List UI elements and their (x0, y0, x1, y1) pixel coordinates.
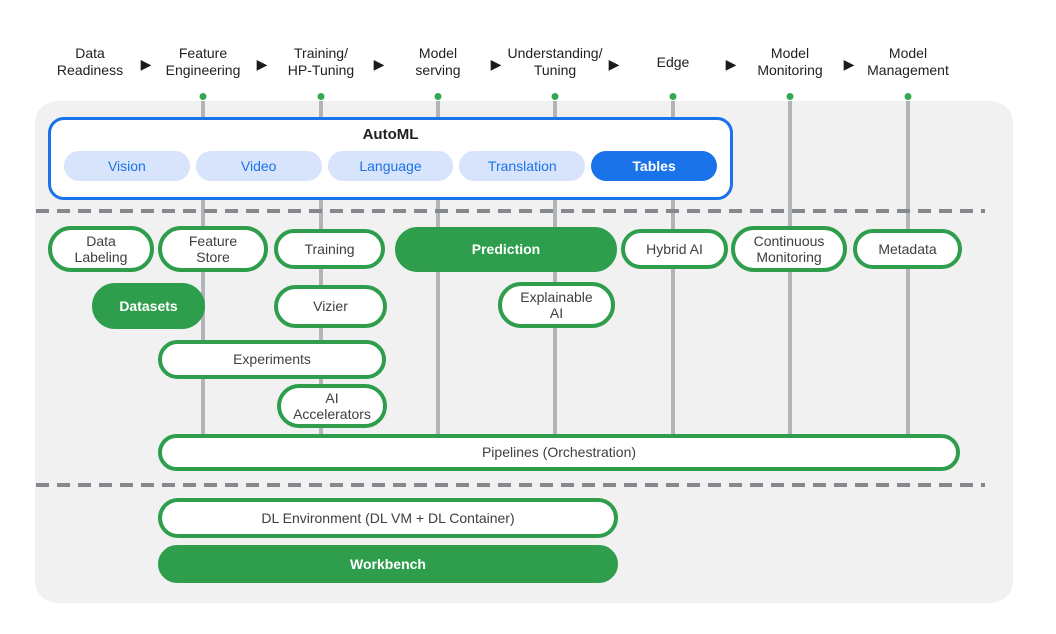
stage-arrow-icon: ▶ (140, 56, 152, 72)
stage-label-line: Data (75, 45, 105, 61)
stage-connector-dot (786, 93, 794, 100)
stage-label-line: HP-Tuning (287, 62, 355, 78)
service-label-line: Workbench (350, 555, 426, 572)
automl-tab-language[interactable]: Language (327, 151, 454, 181)
stage-arrow-icon: ▶ (725, 56, 737, 72)
stage-edge: Edge (657, 44, 690, 80)
stage-label-line: Model (888, 45, 928, 61)
stage-arrow-icon: ▶ (256, 56, 268, 72)
dashed-divider (36, 209, 985, 213)
service-label-line: Monitoring (756, 249, 822, 265)
automl-tab-vision[interactable]: Vision (64, 151, 190, 181)
service-training: Training (274, 229, 385, 269)
stage-connector-dot (199, 93, 207, 100)
service-label-line: Hybrid AI (646, 240, 703, 257)
service-metadata: Metadata (853, 229, 962, 269)
stage-label-line: Understanding/ (507, 45, 603, 61)
service-label-line: Metadata (878, 240, 937, 257)
stage-connector-dot (551, 93, 559, 100)
stage-label-line: Training/ (294, 45, 348, 61)
service-hybrid-ai: Hybrid AI (621, 229, 728, 269)
service-label-line: Accelerators (293, 406, 371, 422)
stage-arrow-icon: ▶ (490, 56, 502, 72)
stage-connector-dot (904, 93, 912, 100)
stage-arrow-icon: ▶ (843, 56, 855, 72)
service-label-line: Data (86, 232, 116, 249)
stage-understanding-tuning: Understanding/Tuning (508, 44, 603, 80)
service-label-line: Explainable (520, 288, 593, 305)
stage-arrow-icon: ▶ (373, 56, 385, 72)
stage-label-line: Management (867, 62, 949, 78)
automl-tab-translation[interactable]: Translation (459, 151, 586, 181)
service-dl-environment: DL Environment (DL VM + DL Container) (158, 498, 618, 538)
service-experiments: Experiments (158, 340, 386, 379)
stage-training-hp-tuning: Training/HP-Tuning (288, 44, 354, 80)
stage-arrow-icon: ▶ (608, 56, 620, 72)
stage-label-line: Model (418, 45, 458, 61)
service-label-line: AI (549, 305, 564, 321)
service-label-line: DL Environment (DL VM + DL Container) (261, 509, 515, 526)
stage-connector-dot (669, 93, 677, 100)
dashed-divider (36, 483, 985, 487)
service-vizier: Vizier (274, 285, 387, 328)
service-label-line: Store (196, 249, 230, 265)
stage-label-line: Model (770, 45, 810, 61)
service-prediction: Prediction (395, 227, 617, 272)
service-pipelines: Pipelines (Orchestration) (158, 434, 960, 471)
service-label-line: Experiments (233, 351, 311, 368)
stage-label-line: Tuning (533, 62, 577, 78)
service-datasets: Datasets (92, 283, 205, 329)
stage-label-line: Monitoring (757, 62, 823, 78)
service-label-line: Prediction (471, 241, 541, 258)
stage-connector-dot (434, 93, 442, 100)
stage-label-line: Feature (178, 45, 228, 61)
stage-label-line: serving (415, 62, 461, 78)
service-label-line: Datasets (119, 297, 178, 314)
service-label-line: Feature (188, 232, 238, 249)
service-label-line: Labeling (74, 249, 128, 265)
service-label-line: Training (304, 240, 355, 257)
service-label-line: AI (325, 389, 339, 406)
service-label-line: Continuous (753, 232, 825, 249)
automl-tab-tables[interactable]: Tables (591, 151, 717, 181)
stage-label-line: Edge (656, 53, 690, 70)
service-label-line: Vizier (313, 298, 348, 315)
stage-label-line: Readiness (56, 62, 124, 78)
automl-tab-video[interactable]: Video (195, 151, 322, 181)
stage-label-line: Engineering (165, 62, 241, 78)
automl-title: AutoML (362, 126, 419, 143)
service-workbench: Workbench (158, 545, 618, 583)
stage-connector-dot (317, 93, 325, 100)
service-label-line: Pipelines (Orchestration) (481, 444, 637, 461)
